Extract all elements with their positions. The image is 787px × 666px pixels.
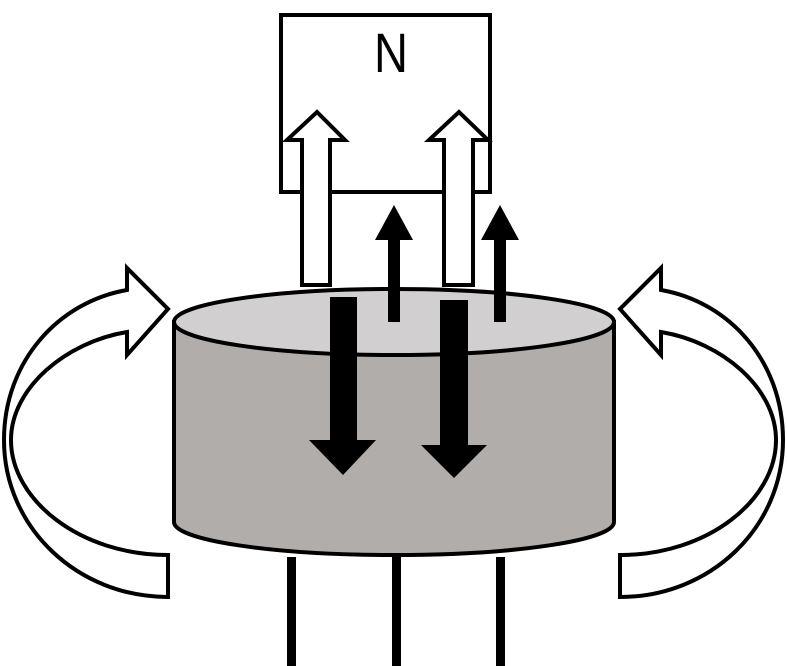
solid-down-arrow-left [309, 297, 376, 475]
curved-arrow-right [617, 263, 786, 600]
curved-arrow-left [1, 263, 171, 600]
hollow-up-arrow-right [423, 109, 493, 287]
cylinder-body [172, 320, 616, 557]
solid-up-arrow-right [481, 205, 519, 322]
bottom-lead-right [496, 557, 505, 666]
hollow-up-arrow-left [281, 109, 350, 287]
bottom-lead-center [392, 557, 401, 666]
solid-up-arrow-left [375, 205, 413, 322]
bottom-lead-left [287, 557, 296, 666]
magnet-pole-label: N [374, 21, 408, 84]
solid-down-arrow-right [421, 300, 487, 478]
